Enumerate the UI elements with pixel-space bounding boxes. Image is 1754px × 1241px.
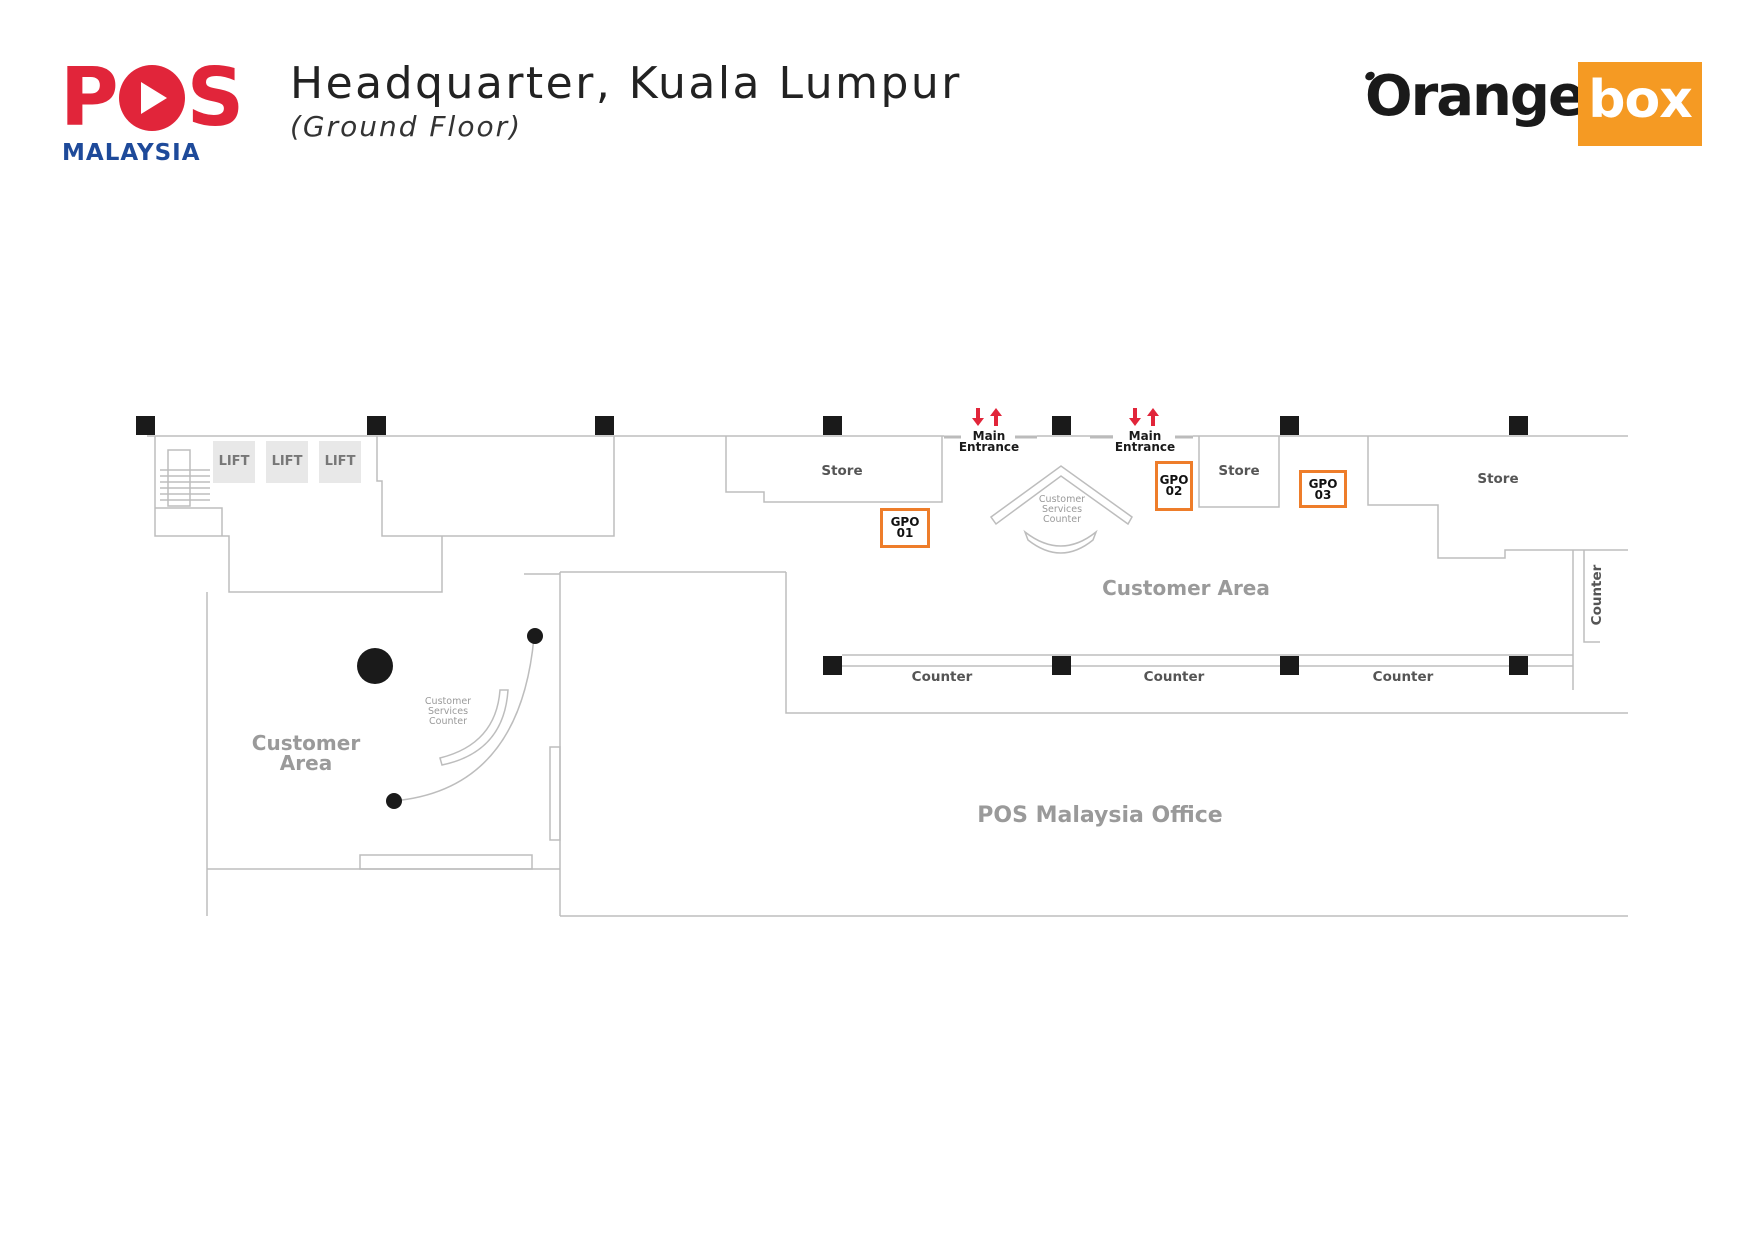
arrow-up-icon <box>1147 408 1159 426</box>
pillar <box>1280 656 1299 675</box>
main-entrance-label: Main Entrance <box>958 429 1020 454</box>
lift: LIFT <box>319 441 361 483</box>
arrow-up-icon <box>990 408 1002 426</box>
office-label: POS Malaysia Office <box>977 803 1223 828</box>
store-label: Store <box>821 463 863 479</box>
gpo-marker-number: 02 <box>1165 484 1183 498</box>
arrow-down-icon <box>972 408 984 426</box>
customer-services-counter-label: Customer Services Counter <box>1038 494 1086 525</box>
arrow-down-icon <box>1129 408 1141 426</box>
pillars <box>136 416 1528 809</box>
door-hinge <box>386 793 402 809</box>
orangebox-logo-box: box <box>1578 62 1702 146</box>
customer-services-counter-label: Customer Services Counter <box>424 696 472 727</box>
stair-block-wall <box>154 436 443 593</box>
round-column <box>357 648 393 684</box>
left-area-bench <box>359 854 533 870</box>
orangebox-logo-word: Orange <box>1365 64 1586 129</box>
pos-logo-s: S <box>186 51 245 144</box>
stair-treads <box>160 449 210 507</box>
office-wall <box>560 571 1628 917</box>
counter-label: Counter <box>1143 669 1205 685</box>
pillar <box>1509 416 1528 435</box>
main-entrance-label: Main Entrance <box>1114 429 1176 454</box>
page-title: Headquarter, Kuala Lumpur <box>290 58 962 109</box>
gpo-marker-title: GPO <box>1308 477 1338 491</box>
lift: LIFT <box>213 441 255 483</box>
page-subtitle: (Ground Floor) <box>290 110 523 143</box>
stair-wall <box>155 507 223 536</box>
store-label: Store <box>1218 463 1260 479</box>
lift: LIFT <box>266 441 308 483</box>
pillar <box>823 416 842 435</box>
counter-label: Counter <box>1372 669 1434 685</box>
store-1 <box>725 436 943 503</box>
pillar <box>1052 416 1071 435</box>
pillar <box>595 416 614 435</box>
gpo-marker-title: GPO <box>1159 473 1189 487</box>
left-area-side-panel <box>549 746 561 841</box>
door-hinge <box>527 628 543 644</box>
customer-area-left-label: Customer Area <box>251 731 361 775</box>
door-arc <box>392 636 535 802</box>
pos-logo-arrow-icon <box>118 65 185 131</box>
store-2 <box>1198 436 1280 508</box>
lift-block-wall <box>376 436 615 537</box>
counter-label: Counter <box>911 669 973 685</box>
pos-logo-subtitle: MALAYSIA <box>62 140 201 166</box>
store-label: Store <box>1477 471 1519 487</box>
pillar <box>136 416 155 435</box>
gpo-marker-number: 03 <box>1314 488 1332 502</box>
counter-vertical-label: Counter <box>1589 564 1605 626</box>
pillar <box>367 416 386 435</box>
pillar <box>823 656 842 675</box>
gpo-marker-number: 01 <box>896 526 914 540</box>
counter-rail <box>842 654 1573 667</box>
customer-area-main-label: Customer Area <box>1102 576 1270 600</box>
pos-logo-p: P <box>60 51 119 144</box>
orangebox-logo: Orange box <box>1363 62 1702 146</box>
orangebox-logo-box-word: box <box>1588 70 1693 130</box>
pillar <box>1509 656 1528 675</box>
store-3 <box>1367 436 1628 559</box>
gpo-marker-title: GPO <box>890 515 920 529</box>
left-area-wall <box>206 572 561 916</box>
cs-counter-top-arc <box>1023 529 1098 554</box>
entrance-arrows <box>972 408 1159 426</box>
pillar <box>1052 656 1071 675</box>
cs-counter-top <box>989 465 1133 526</box>
cs-counter-left-arc <box>439 689 509 766</box>
pillar <box>1280 416 1299 435</box>
